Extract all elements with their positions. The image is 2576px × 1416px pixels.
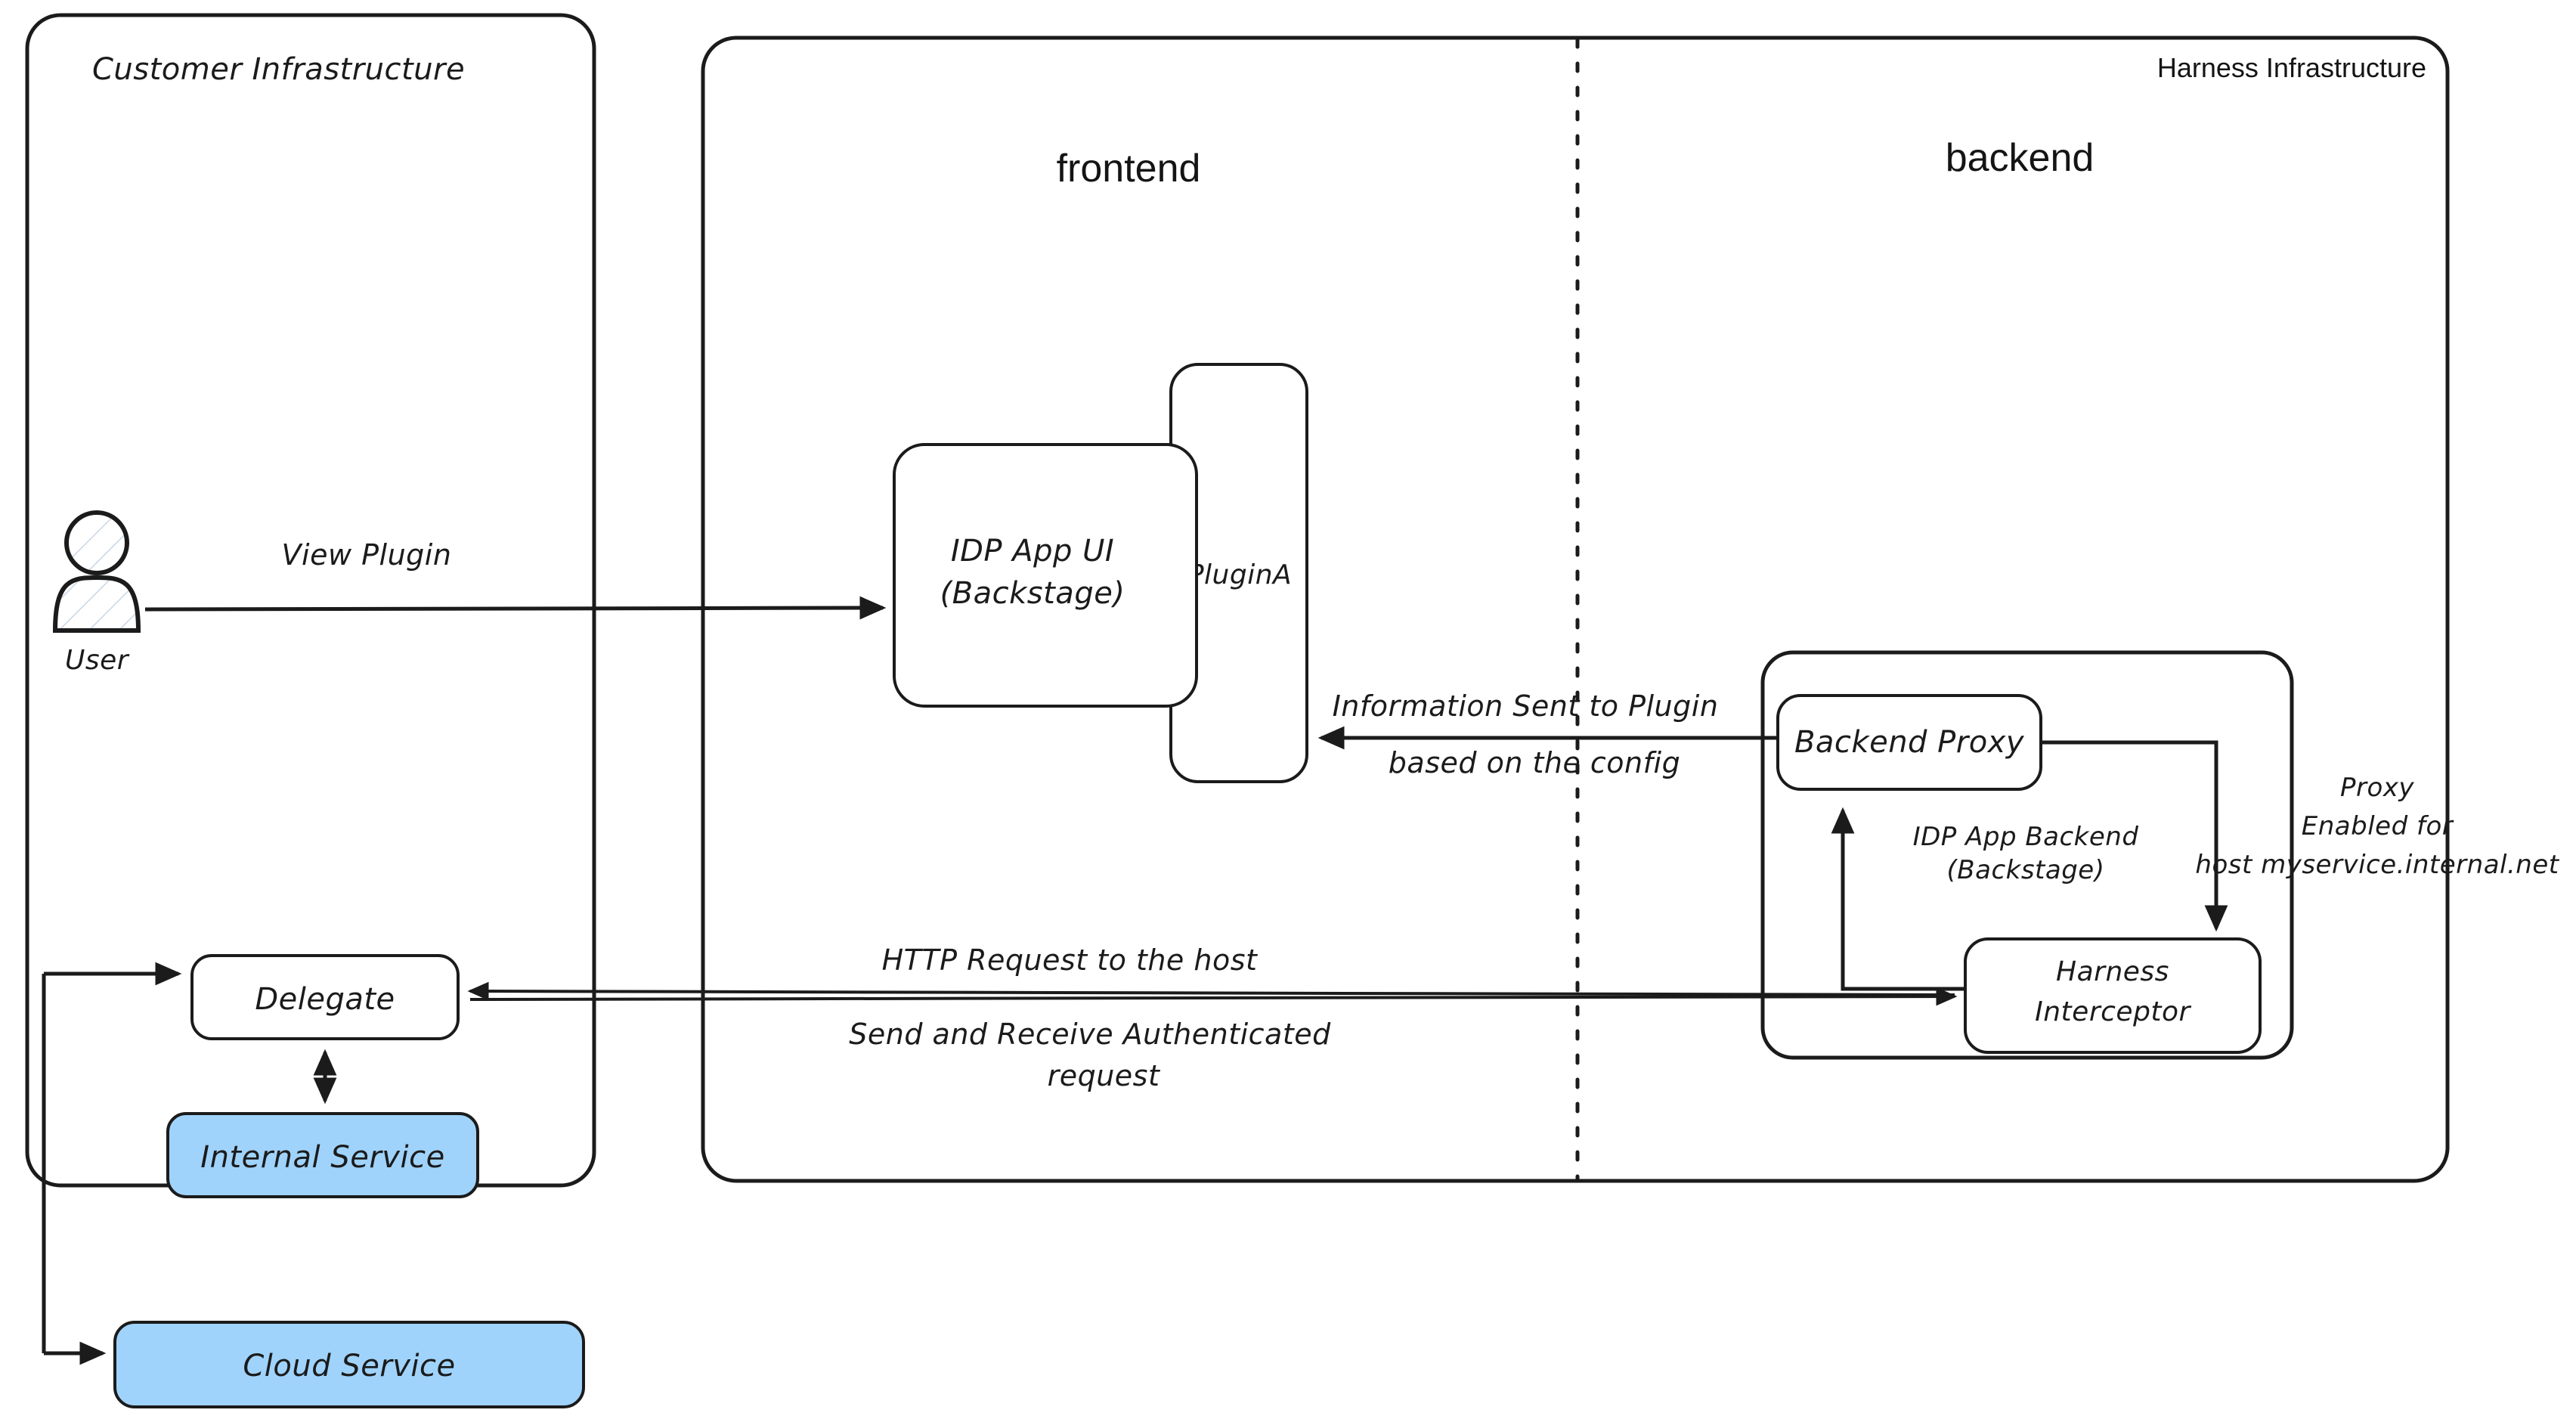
node-backend-proxy[interactable]: Backend Proxy: [1776, 694, 2042, 791]
user-label: User: [65, 645, 130, 676]
harness-interceptor-label-line2: Interceptor: [2035, 996, 2191, 1027]
customer-infrastructure-label: Customer Infrastructure: [92, 52, 465, 87]
idp-app-backend-border: [1760, 650, 2294, 1060]
node-internal-service[interactable]: Internal Service: [166, 1112, 479, 1198]
idp-app-ui-box: [893, 443, 1198, 708]
idp-app-ui-label-line1: IDP App UI: [951, 534, 1114, 569]
information-sent-line1: Information Sent to Plugin: [1333, 689, 1719, 723]
proxy-to-interceptor-arrow: [2041, 740, 2228, 932]
idp-app-backend-label-line1: IDP App Backend: [1913, 822, 2139, 852]
internal-service-label: Internal Service: [200, 1140, 444, 1175]
proxy-enabled-line3: host myservice.internal.net: [2195, 850, 2559, 880]
harness-interceptor-box: [1964, 937, 2262, 1054]
harness-infrastructure-label: Harness Infrastructure: [2157, 52, 2426, 83]
group-idp-app-backend: IDP App Backend (Backstage): [1760, 650, 2294, 1060]
idp-app-backend-label-line2: (Backstage): [1947, 855, 2105, 885]
edge-http-request: HTTP Request to the host Send and Receiv…: [467, 943, 1958, 1092]
internal-service-box: [166, 1112, 479, 1198]
user-head-icon: [64, 510, 129, 575]
proxy-enabled-line1: Proxy: [2340, 773, 2414, 803]
edge-interceptor-to-proxy: [1831, 807, 1965, 991]
edge-spine-to-delegate-and-cloud: [42, 962, 182, 1365]
user-body-icon: [52, 575, 141, 633]
node-delegate[interactable]: Delegate: [190, 954, 460, 1040]
user-actor[interactable]: User: [52, 510, 141, 676]
http-request-line3: request: [1048, 1059, 1161, 1092]
view-plugin-label: View Plugin: [282, 538, 452, 572]
delegate-to-interceptor-arrow: [469, 987, 1958, 1006]
edge-proxy-to-interceptor: [2041, 740, 2228, 932]
node-plugin-a[interactable]: PluginA: [1169, 363, 1308, 783]
frontend-label: frontend: [1057, 147, 1201, 191]
harness-interceptor-label-line1: Harness: [2056, 956, 2169, 987]
edge-information-sent-to-plugin: Information Sent to Plugin based on the …: [1317, 689, 1778, 779]
information-sent-line2: based on the config: [1389, 746, 1680, 779]
idp-app-ui-label-line2: (Backstage): [940, 576, 1125, 611]
delegate-label: Delegate: [255, 982, 395, 1017]
cloud-service-box: [113, 1321, 585, 1408]
interceptor-to-delegate-arrow: [467, 981, 1955, 1001]
plugin-a-label: PluginA: [1187, 559, 1292, 590]
backend-proxy-label: Backend Proxy: [1794, 725, 2025, 760]
edge-view-plugin: View Plugin: [144, 538, 887, 620]
cloud-service-label: Cloud Service: [243, 1349, 455, 1383]
node-cloud-service[interactable]: Cloud Service: [113, 1321, 585, 1408]
backend-label: backend: [1946, 136, 2095, 180]
interceptor-to-proxy-arrow: [1831, 807, 1965, 991]
proxy-enabled-line2: Enabled for: [2302, 811, 2454, 841]
view-plugin-arrow: [144, 596, 887, 620]
node-harness-interceptor[interactable]: Harness Interceptor: [1964, 937, 2262, 1054]
http-request-line2: Send and Receive Authenticated: [849, 1018, 1331, 1051]
node-idp-app-ui[interactable]: IDP App UI (Backstage): [893, 443, 1198, 708]
http-request-line1: HTTP Request to the host: [882, 943, 1259, 977]
delegate-box: [190, 954, 460, 1040]
note-proxy-enabled: Proxy Enabled for host myservice.interna…: [2195, 773, 2559, 880]
